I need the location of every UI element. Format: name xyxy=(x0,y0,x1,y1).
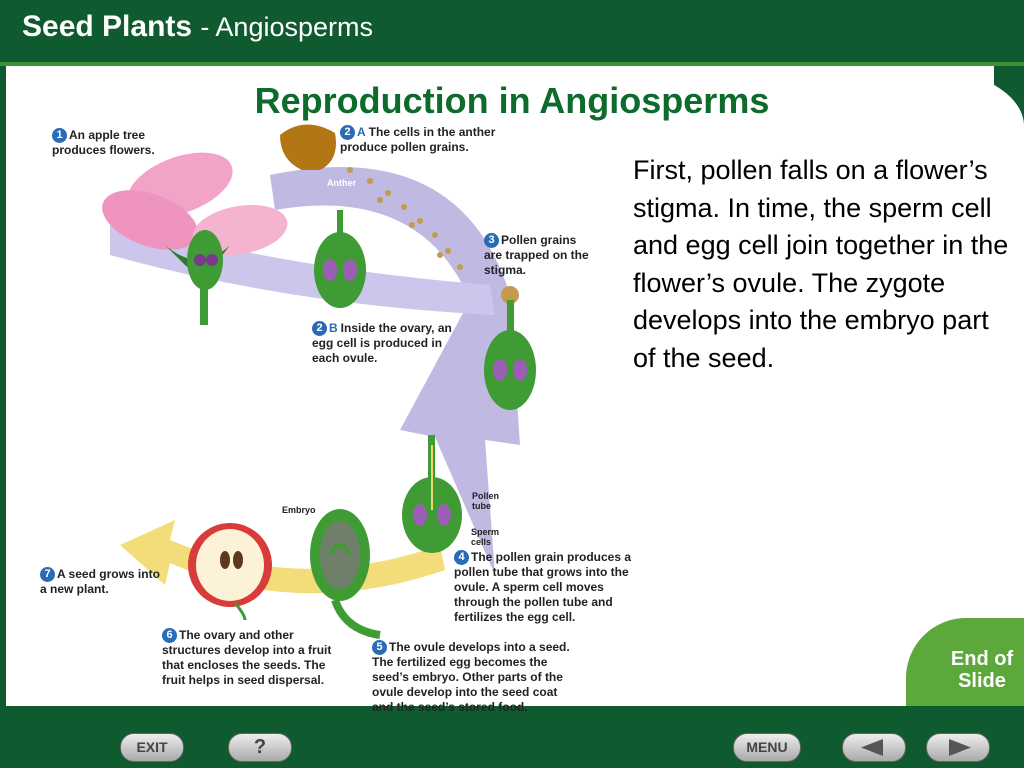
pollinated-pistil xyxy=(484,286,536,410)
apple-flower xyxy=(102,152,288,325)
pollen-grains xyxy=(347,167,463,270)
anther-shape xyxy=(280,124,336,170)
step-text: An apple tree produces flowers. xyxy=(52,128,155,157)
step-badge: 2 xyxy=(312,321,327,336)
step-badge: 4 xyxy=(454,550,469,565)
end-of-slide-label: End of Slide xyxy=(950,648,1014,692)
label-anther: Anther xyxy=(327,178,356,188)
apple-fruit xyxy=(188,523,272,621)
slide-body-text: First, pollen falls on a flower’s stigma… xyxy=(633,155,1009,373)
arrow-left-icon xyxy=(861,739,883,756)
label-embryo: Embryo xyxy=(282,505,316,515)
label-pollen-tube: Pollen tube xyxy=(472,491,500,511)
cycle-arrow-band xyxy=(110,215,495,315)
step-text: Inside the ovary, an egg cell is produce… xyxy=(312,321,452,365)
header-title: Seed Plants - Angiosperms xyxy=(22,10,373,44)
help-button[interactable]: ? xyxy=(228,733,292,762)
step-badge: 2 xyxy=(340,125,355,140)
label-ovary: Ovary xyxy=(287,239,313,249)
arrow-right-icon xyxy=(949,739,971,756)
ovary-illustration xyxy=(314,210,366,308)
step-letter: B xyxy=(329,321,338,335)
label-sperm-cells: Sperm cells xyxy=(471,527,500,547)
header-title-main: Seed Plants xyxy=(22,10,193,43)
cycle-arrow xyxy=(270,167,520,575)
developing-seed xyxy=(310,509,381,639)
step-text: The ovary and other structures develop i… xyxy=(162,628,332,687)
step-badge: 3 xyxy=(484,233,499,248)
step-letter: A xyxy=(357,125,366,139)
step-badge: 1 xyxy=(52,128,67,143)
header-divider xyxy=(0,62,1024,66)
step-badge: 5 xyxy=(372,640,387,655)
seed-dispersal-arrow xyxy=(120,520,445,594)
step-text: The ovule develops into a seed. The fert… xyxy=(372,640,570,714)
slide-title: Reproduction in Angiosperms xyxy=(254,80,770,121)
step-badge: 6 xyxy=(162,628,177,643)
step-text: A seed grows into a new plant. xyxy=(40,567,160,596)
menu-button[interactable]: MENU xyxy=(733,733,801,762)
step-text: The pollen grain produces a pollen tube … xyxy=(454,550,632,624)
header-bar xyxy=(0,0,1024,62)
angiosperm-life-cycle-diagram: Anther Ovary Ovule Pollen tube Sperm cel… xyxy=(40,115,660,715)
header-title-sub: - Angiosperms xyxy=(200,12,373,42)
fertilization-pistil xyxy=(402,435,462,553)
diagram-illustration xyxy=(102,124,536,639)
step-badge: 7 xyxy=(40,567,55,582)
left-border xyxy=(0,66,6,706)
step-text: Pollen grains are trapped on the stigma. xyxy=(484,233,589,277)
label-ovule: Ovule xyxy=(372,255,398,265)
exit-button[interactable]: EXIT xyxy=(120,733,184,762)
step-text: The cells in the anther produce pollen g… xyxy=(340,125,496,154)
next-button[interactable] xyxy=(926,733,990,762)
end-of-slide-button[interactable]: End of Slide xyxy=(906,618,1024,706)
previous-button[interactable] xyxy=(842,733,906,762)
